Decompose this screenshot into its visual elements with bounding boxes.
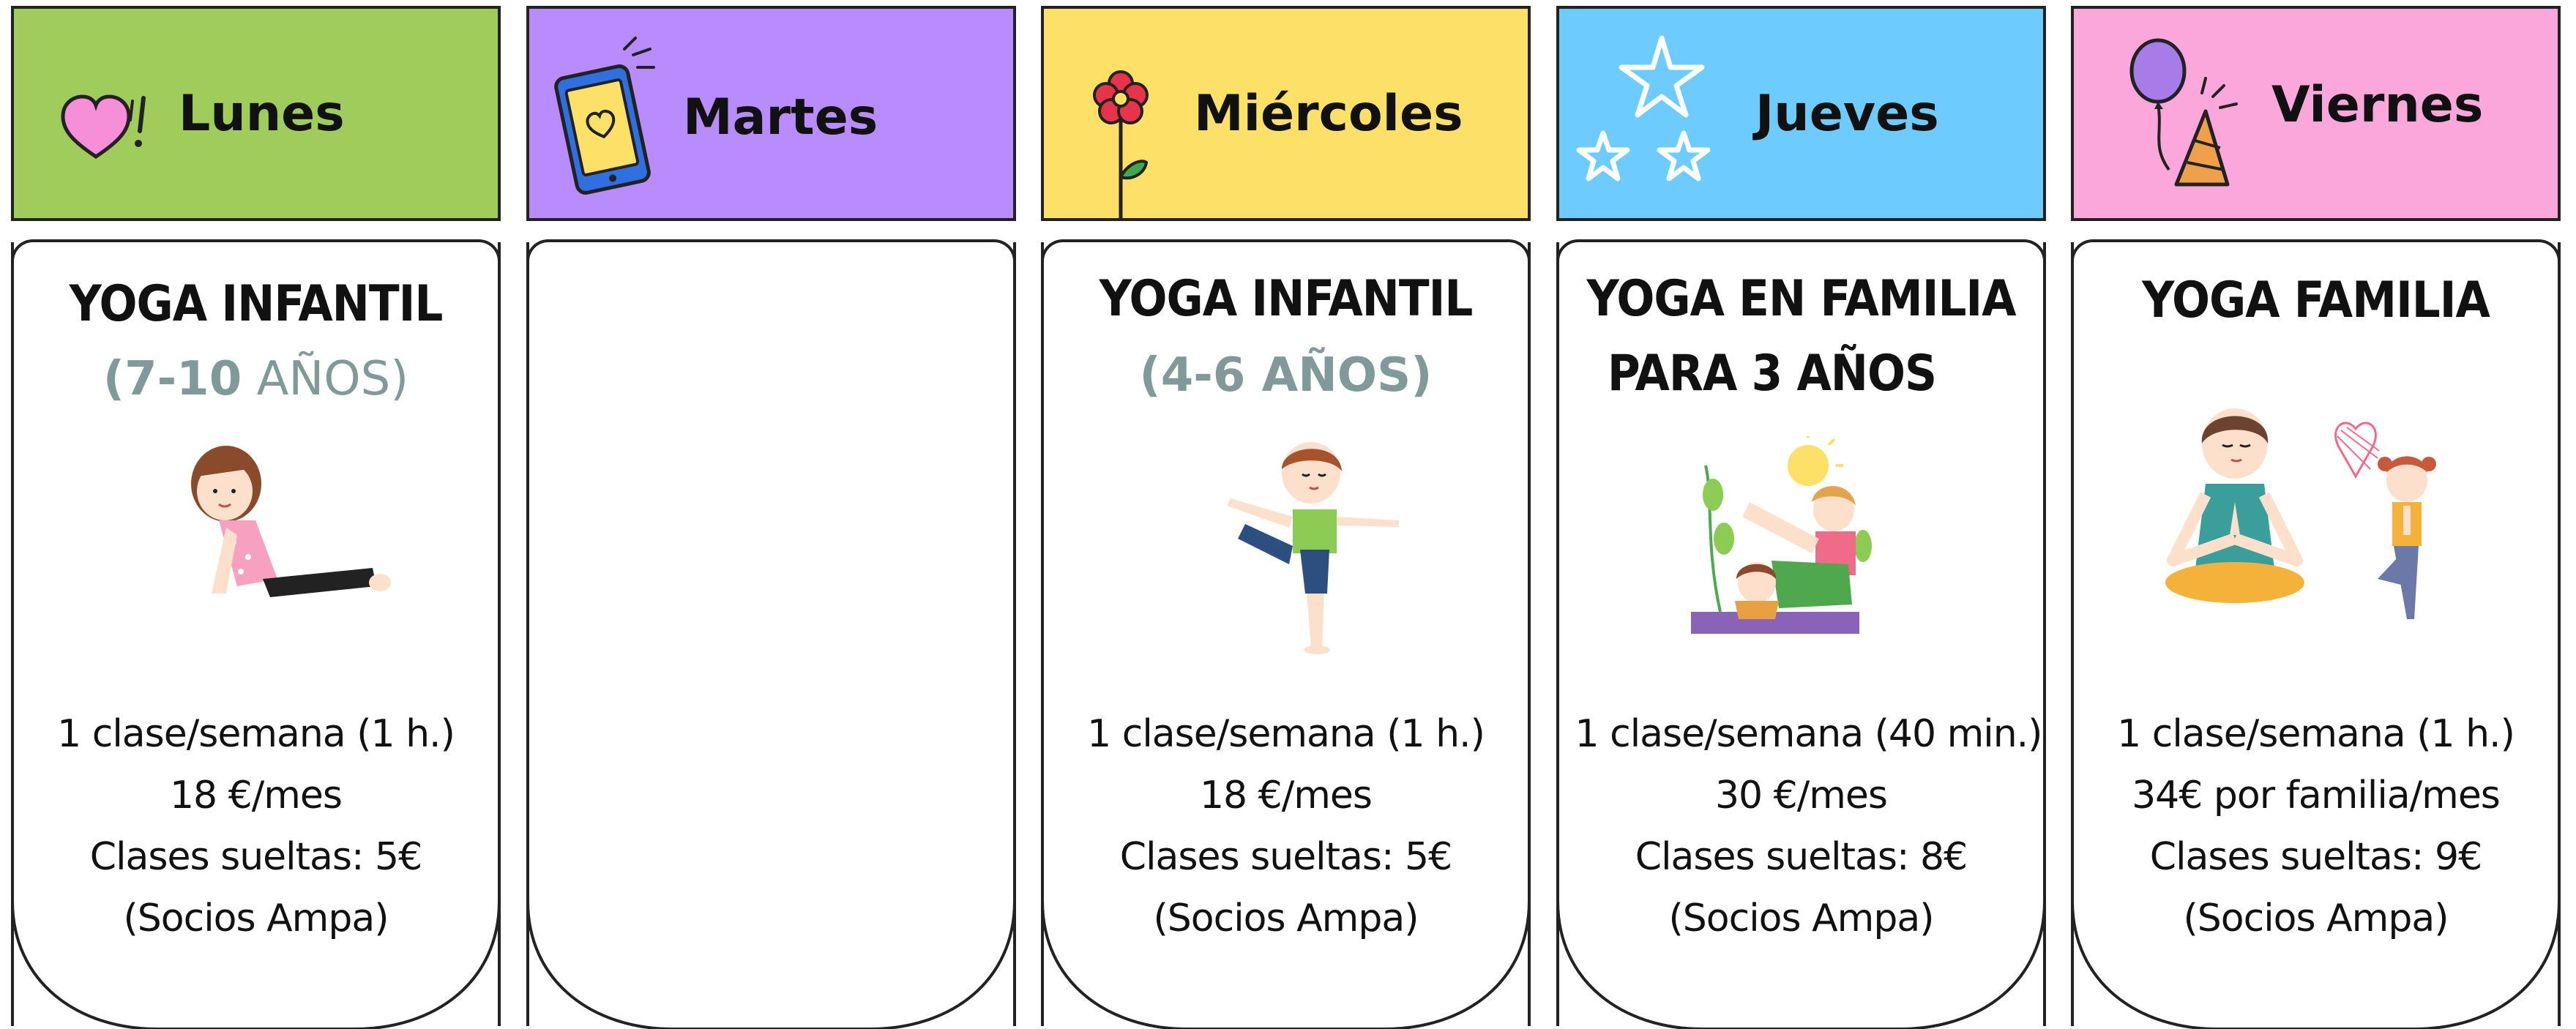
info-schedule: 1 clase/semana (1 h.) — [1087, 712, 1485, 756]
info-price: 18 €/mes — [1199, 774, 1373, 817]
tablet-heart-icon — [554, 37, 655, 195]
class-card-miercoles: YOGA INFANTIL (4-6 AÑOS) 1 clase/semana … — [1041, 239, 1531, 1029]
day-label: Jueves — [1755, 84, 1939, 143]
info-schedule: 1 clase/semana (1 h.) — [2117, 712, 2515, 756]
info-members: (Socios Ampa) — [123, 897, 389, 940]
info-single-class: Clases sueltas: 5€ — [89, 835, 422, 879]
class-card-jueves: YOGA EN FAMILIA PARA 3 AÑOS 1 clase/sema… — [1556, 239, 2046, 1029]
info-single-class: Clases sueltas: 9€ — [2149, 835, 2482, 879]
day-header-lunes: Lunes — [11, 6, 501, 221]
class-title: YOGA FAMILIA — [2142, 272, 2490, 329]
class-card-martes-empty — [526, 239, 1016, 1029]
day-column-jueves: Jueves YOGA EN FAMILIA PARA 3 AÑOS 1 cla… — [1556, 0, 2050, 1029]
info-single-class: Clases sueltas: 8€ — [1635, 835, 1968, 879]
info-schedule: 1 clase/semana (40 min.) — [1575, 712, 2043, 756]
family-yoga-illustration — [1691, 436, 1872, 634]
info-price: 34€ por familia/mes — [2132, 774, 2501, 817]
info-members: (Socios Ampa) — [2183, 897, 2449, 940]
mother-daughter-meditation-illustration — [2165, 408, 2436, 619]
day-column-viernes: Viernes YOGA FAMILIA 1 clase/sema — [2071, 0, 2565, 1029]
day-column-miercoles: Miércoles YOGA INFANTIL (4-6 AÑOS) 1 cla… — [1041, 0, 1535, 1029]
info-price: 18 €/mes — [169, 774, 343, 817]
day-label: Viernes — [2271, 75, 2484, 134]
info-schedule: 1 clase/semana (1 h.) — [57, 712, 455, 756]
info-price: 30 €/mes — [1714, 774, 1888, 817]
class-card-viernes: YOGA FAMILIA 1 clase/semana (1 h.) 34€ p… — [2071, 239, 2561, 1029]
day-label: Martes — [683, 88, 878, 146]
class-title: YOGA INFANTIL — [1099, 270, 1474, 328]
info-single-class: Clases sueltas: 5€ — [1119, 835, 1452, 879]
day-header-martes: Martes — [526, 6, 1016, 221]
day-header-viernes: Viernes — [2071, 6, 2561, 221]
stars-icon — [1576, 35, 1711, 182]
info-members: (Socios Ampa) — [1153, 897, 1419, 940]
class-title: YOGA INFANTIL — [69, 275, 444, 333]
flower-icon — [1093, 70, 1149, 221]
day-header-miercoles: Miércoles — [1041, 6, 1531, 221]
info-members: (Socios Ampa) — [1668, 897, 1935, 940]
age-range: (4-6 AÑOS) — [1139, 348, 1433, 403]
age-range: (7-10 AÑOS) — [102, 352, 409, 406]
day-label: Lunes — [179, 84, 345, 143]
day-column-lunes: Lunes YOGA INFANTIL (7-10 AÑOS) 1 clase/… — [11, 0, 505, 1029]
class-card-lunes: YOGA INFANTIL (7-10 AÑOS) 1 clase/semana… — [11, 239, 501, 1029]
class-title-line-2: PARA 3 AÑOS — [1607, 345, 1937, 403]
balloon-party-hat-icon — [2129, 38, 2238, 187]
class-title-line-1: YOGA EN FAMILIA — [1586, 270, 2016, 328]
child-balance-pose-illustration — [1227, 442, 1399, 654]
child-yoga-pose-illustration — [191, 446, 391, 597]
day-label: Miércoles — [1194, 84, 1463, 143]
day-column-martes: Martes — [526, 0, 1020, 1029]
day-header-jueves: Jueves — [1556, 6, 2046, 221]
heart-icon — [61, 94, 146, 160]
